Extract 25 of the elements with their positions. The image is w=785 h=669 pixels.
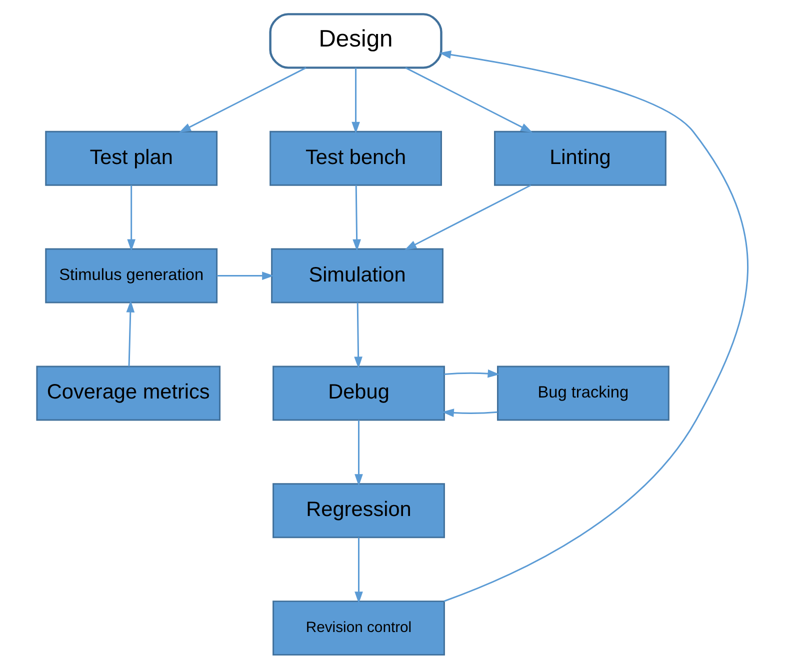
node-box: Design <box>269 13 442 69</box>
arrow <box>179 67 306 133</box>
arrow <box>352 185 361 252</box>
arrow <box>442 408 498 417</box>
arrow <box>354 538 363 604</box>
node-box: Simulation <box>271 248 444 304</box>
node-box: Linting <box>494 130 666 186</box>
node-box: Test bench <box>270 130 442 186</box>
node-box: Debug <box>272 366 445 421</box>
arrow <box>404 184 532 250</box>
node-box: Regression <box>272 483 445 538</box>
arrow <box>439 50 748 602</box>
node-box: Revision control <box>272 600 445 656</box>
arrow <box>127 185 136 252</box>
arrow <box>444 369 500 378</box>
node-box: Test plan <box>45 130 218 186</box>
node-box: Bug tracking <box>496 366 670 421</box>
arrow <box>354 420 363 486</box>
arrow <box>352 68 360 134</box>
arrow <box>405 67 533 133</box>
arrow <box>126 300 135 366</box>
node-box: Coverage metrics <box>36 366 221 421</box>
arrow <box>354 302 362 369</box>
node-box: Stimulus generation <box>45 248 218 304</box>
arrow <box>216 272 274 280</box>
